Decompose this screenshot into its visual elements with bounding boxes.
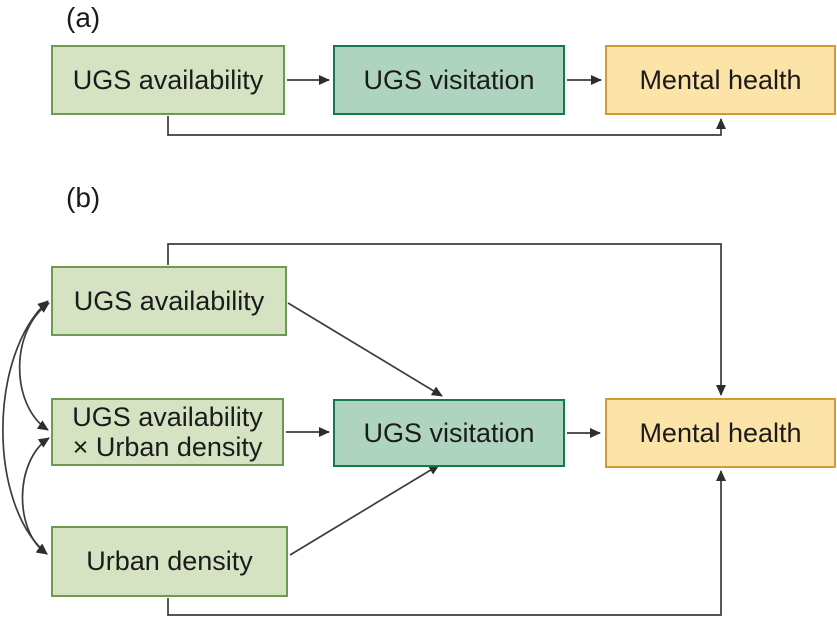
box-a-mental-health-text: Mental health bbox=[639, 64, 802, 95]
box-b-urban-density: Urban density bbox=[51, 526, 288, 597]
panel-a-label: (a) bbox=[66, 2, 101, 33]
box-a-ugs-visitation-text: UGS visitation bbox=[363, 64, 535, 95]
box-b-ugs-availability: UGS availability bbox=[51, 266, 287, 336]
box-b-interaction: UGS availability × Urban density bbox=[51, 398, 284, 466]
arrow-a-availability-to-mental-direct bbox=[167, 116, 726, 136]
covariance-availability-interaction bbox=[18, 302, 50, 431]
box-b-interaction-line2: × Urban density bbox=[72, 432, 263, 462]
box-a-mental-health: Mental health bbox=[605, 45, 836, 115]
box-b-mental-health-text: Mental health bbox=[639, 417, 802, 448]
arrow-b-density-to-visitation bbox=[289, 464, 440, 556]
covariance-interaction-density bbox=[21, 437, 50, 555]
box-a-ugs-availability: UGS availability bbox=[51, 45, 285, 115]
box-b-urban-density-text: Urban density bbox=[86, 546, 253, 577]
box-b-ugs-visitation-text: UGS visitation bbox=[363, 417, 535, 448]
box-a-ugs-visitation: UGS visitation bbox=[333, 45, 565, 115]
panel-b-label: (b) bbox=[66, 182, 101, 213]
arrow-b-availability-to-mental-direct bbox=[167, 243, 726, 396]
box-b-ugs-availability-text: UGS availability bbox=[73, 285, 265, 316]
box-b-interaction-line1: UGS availability bbox=[72, 401, 263, 432]
covariance-availability-density bbox=[2, 300, 49, 555]
arrow-b-availability-to-visitation bbox=[287, 302, 443, 397]
box-b-ugs-visitation: UGS visitation bbox=[333, 399, 565, 467]
arrow-b-density-to-mental-direct bbox=[167, 470, 726, 616]
box-b-mental-health: Mental health bbox=[605, 398, 836, 468]
box-a-ugs-availability-text: UGS availability bbox=[72, 64, 264, 95]
